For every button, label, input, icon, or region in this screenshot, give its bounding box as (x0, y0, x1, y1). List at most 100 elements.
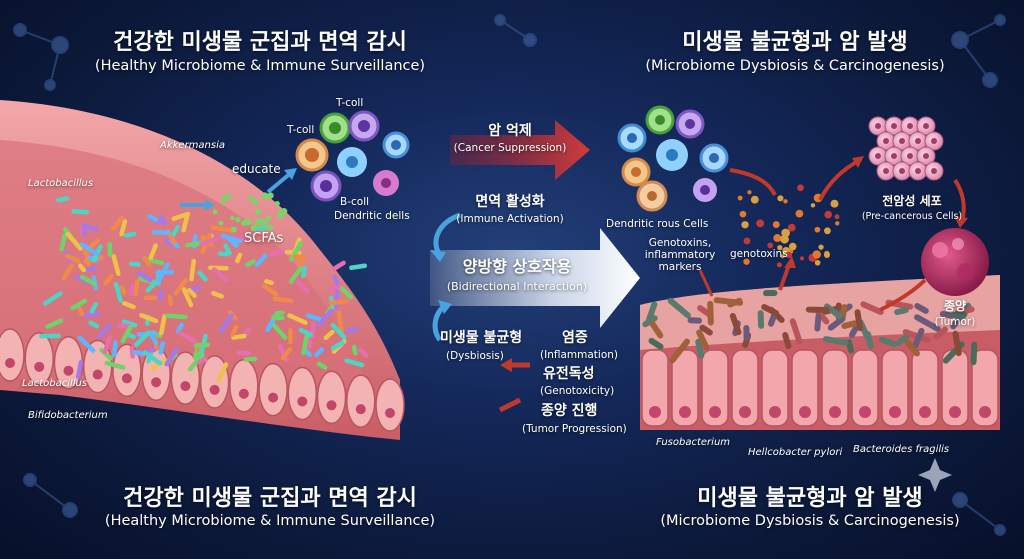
epithelial-cell (24, 332, 54, 386)
epithelial-cell (641, 349, 669, 427)
bacterium (268, 248, 289, 257)
cell-nucleus (769, 406, 781, 418)
scfa-dot (280, 207, 288, 215)
right-epithelial-cells (641, 349, 999, 427)
pathogenic-bacterium (933, 326, 949, 340)
pathogenic-bacterium (841, 320, 858, 329)
bacterium (146, 347, 157, 354)
toxin-dot (783, 199, 788, 204)
epithelial-cell (821, 349, 849, 427)
bacterium (64, 253, 81, 264)
bacterium (199, 236, 219, 247)
toxin-dot (814, 259, 821, 266)
cell-nucleus (829, 406, 841, 418)
cell-nucleus (385, 408, 395, 418)
bacterium (210, 225, 234, 233)
toxin-dot (741, 221, 749, 229)
genotoxin-molecules (737, 184, 840, 268)
bacterium (79, 242, 99, 257)
toxin-dot (795, 209, 804, 218)
pathogenic-bacterium (815, 309, 830, 325)
bacterium (139, 313, 159, 324)
bacterium (196, 357, 208, 365)
pathogenic-bacterium (707, 300, 714, 326)
pathogenic-bacterium (696, 329, 710, 351)
immune-activation-ko: 면역 활성화 (475, 194, 545, 210)
bacterium (300, 265, 308, 279)
pathogenic-bacterium (939, 310, 955, 319)
scfa-dot (220, 200, 226, 205)
bacterium (81, 222, 99, 232)
cell-nucleus (5, 358, 15, 368)
scfa-dot (221, 196, 227, 202)
bacterium (189, 258, 196, 282)
cell-nucleus (268, 392, 279, 403)
pathogenic-bacterium (822, 336, 849, 346)
bacterium (76, 359, 84, 379)
immune-activation-en: (Immune Activation) (456, 213, 564, 225)
bacterium (254, 253, 268, 267)
bacterium (358, 347, 369, 358)
right-bottom-title-english: (Microbiome Dysbiosis & Carcinogenesis) (660, 513, 960, 529)
bacterium (330, 340, 345, 351)
bacterium (148, 243, 158, 261)
immune-cells-right (617, 105, 729, 212)
cell-nucleus (949, 406, 961, 418)
bacterium (65, 232, 83, 251)
bacterium (216, 362, 229, 383)
inflammation-en: (Inflammation) (540, 349, 618, 361)
bacterium (128, 283, 135, 297)
cell-nucleus (121, 373, 132, 384)
label-lactobacillus-bottom: Lactobacillus (22, 378, 88, 389)
epithelial-cell (881, 349, 909, 427)
bacterium (197, 270, 208, 282)
scfa-dot (230, 215, 235, 221)
bacterium (119, 219, 128, 237)
cell-nucleus (919, 406, 931, 418)
toxin-dot (799, 256, 805, 261)
epithelial-cell (287, 366, 318, 421)
bacterium (61, 263, 74, 281)
bacterium (181, 213, 190, 233)
cell-nucleus (326, 400, 337, 411)
label-tcell-top: T-coll (336, 97, 364, 109)
cell-nucleus (92, 369, 103, 380)
bacterium (220, 233, 243, 244)
bacterium (295, 279, 310, 294)
bacterium (77, 335, 96, 353)
toxin-dot (750, 195, 759, 204)
pathogenic-bacterium (648, 337, 664, 350)
toxin-dot (777, 244, 783, 251)
cell-nucleus (34, 361, 45, 372)
bacterium (102, 335, 112, 355)
label-dendritic-right: Dendritic rous Cells (606, 218, 709, 230)
epithelial-cell (346, 374, 376, 428)
toxin-dot (818, 244, 824, 250)
toxin-dot (814, 226, 821, 233)
epithelial-cell (791, 349, 819, 427)
bacterium (288, 327, 293, 345)
bacterium (156, 262, 170, 283)
scfa-dot (267, 224, 274, 231)
pathogenic-bacterium (895, 334, 910, 346)
epithelial-cell (316, 370, 347, 425)
toxin-dot (772, 221, 780, 229)
bidirectional-en: (Bidirectional Interaction) (446, 280, 588, 293)
pathogenic-bacterium (827, 315, 846, 331)
bacterium (45, 318, 64, 329)
toxin-dot (787, 223, 796, 232)
bacterium (288, 266, 303, 284)
bacterium (173, 277, 188, 296)
cell-nucleus (63, 365, 74, 376)
label-bifidobacterium: Bifidobacterium (28, 410, 108, 421)
bacterium (186, 288, 197, 298)
bacterium (121, 319, 138, 328)
pathogenic-bacterium (695, 338, 705, 359)
pathogenic-bacterium (913, 314, 941, 332)
epithelial-cell (731, 349, 759, 427)
right-bottom-title-korean: 미생물 불균형과 암 발생 (697, 486, 923, 511)
pathogenic-bacterium (879, 336, 898, 348)
bacterium (171, 211, 191, 221)
cell-nucleus (151, 377, 162, 388)
toxin-dot (767, 242, 774, 249)
